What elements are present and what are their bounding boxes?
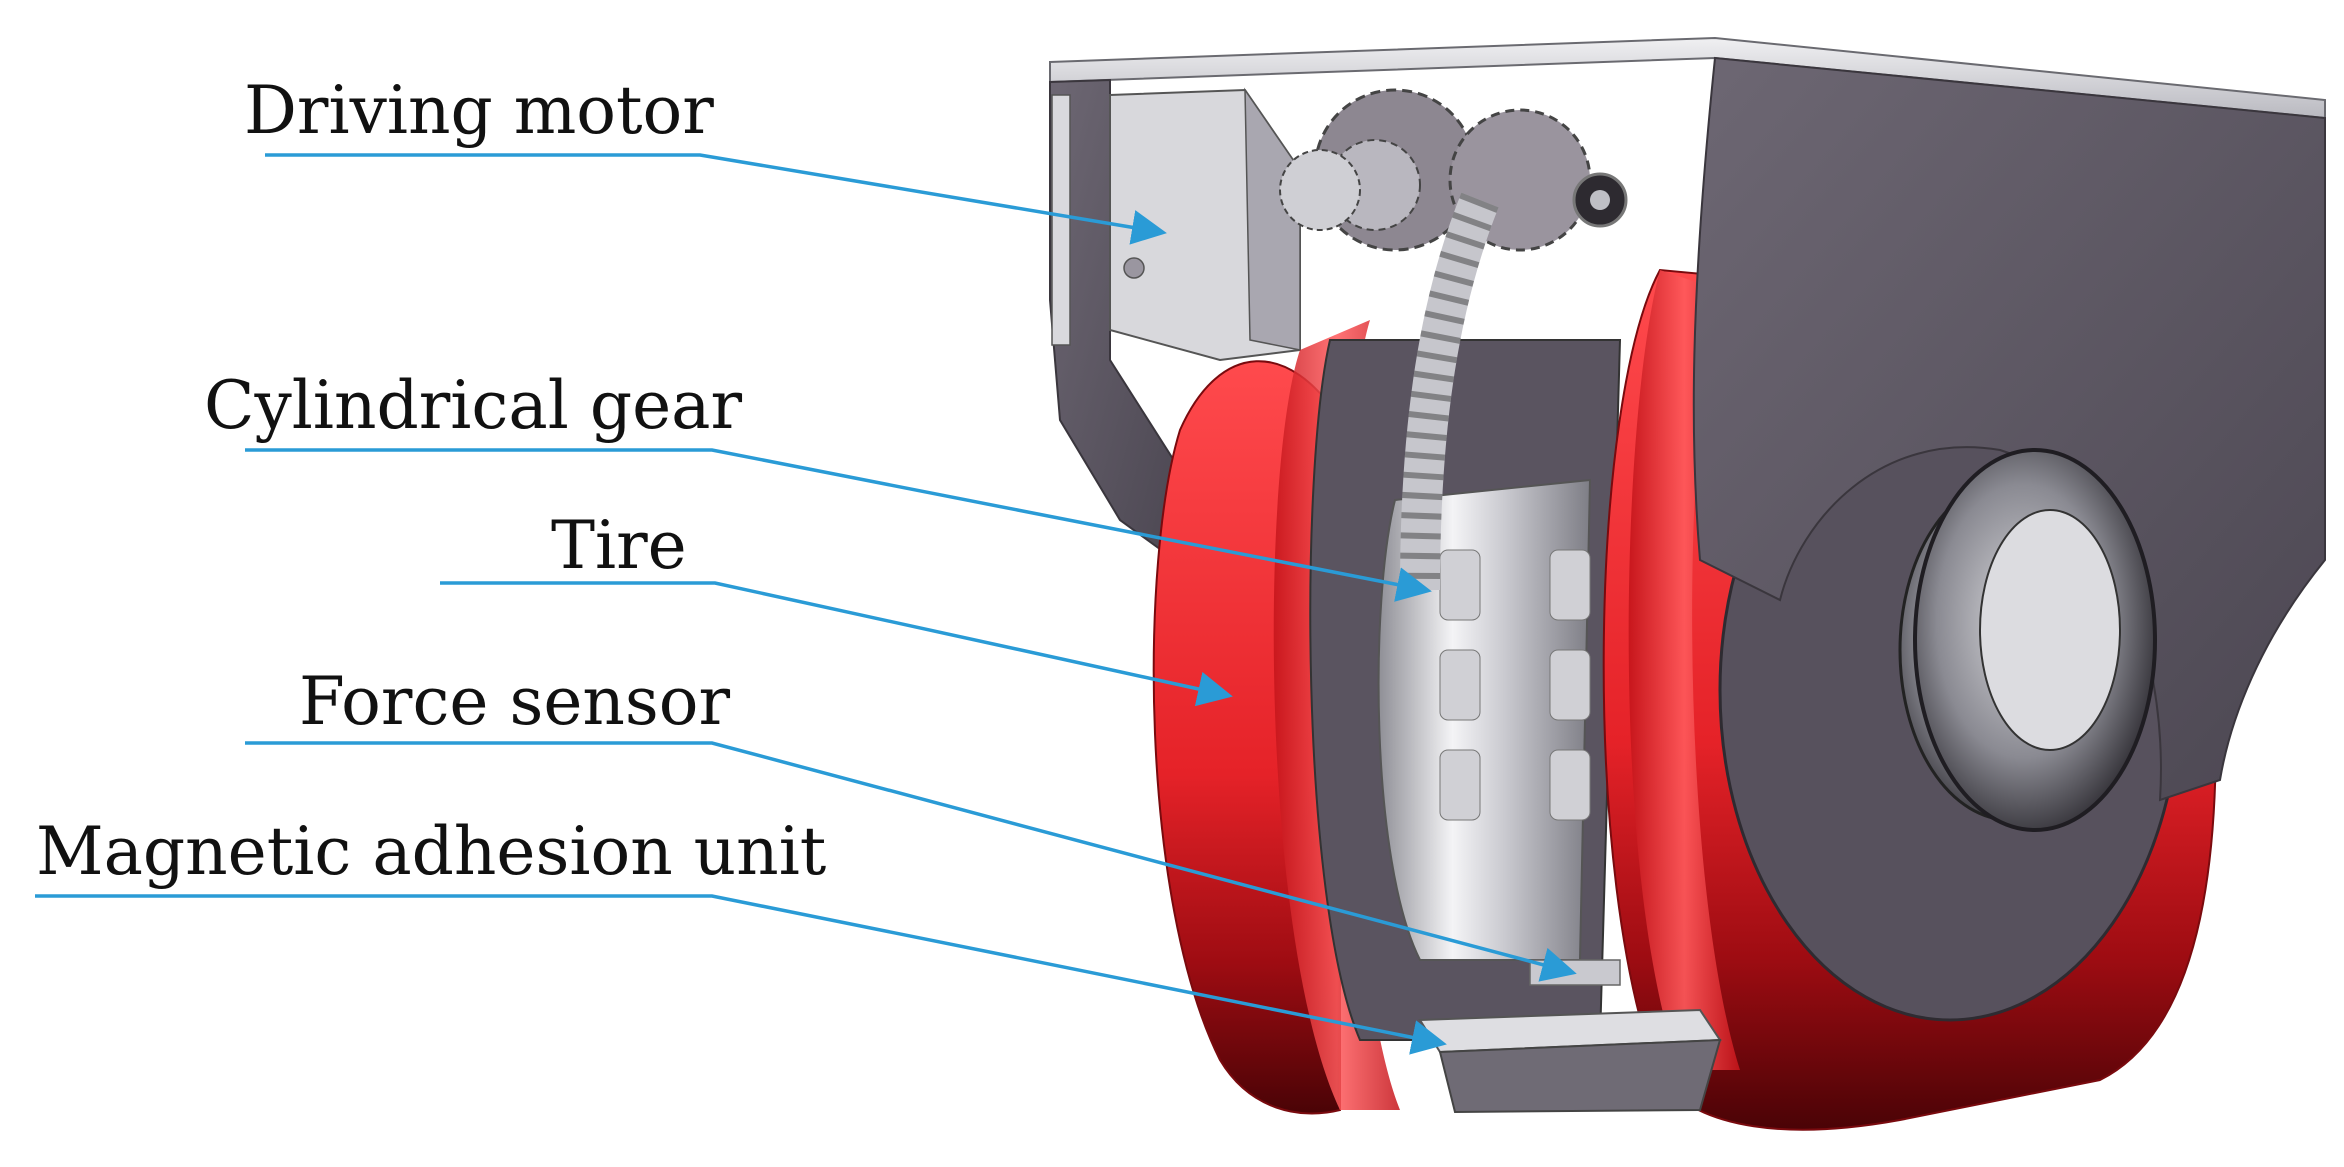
label-magnetic-adhesion-unit: Magnetic adhesion unit	[36, 813, 827, 890]
label-tire: Tire	[551, 507, 687, 584]
label-force-sensor: Force sensor	[299, 663, 731, 740]
inner-drum	[1309, 339, 1622, 1041]
driving-motor-housing	[1109, 87, 1301, 362]
leader-force-sensor	[245, 741, 1577, 982]
leader-tire	[440, 581, 1233, 707]
label-driving-motor: Driving motor	[244, 72, 714, 149]
leader-driving-motor	[265, 153, 1167, 245]
cylindrical-gear-rack	[1400, 192, 1499, 591]
label-cylindrical-gear: Cylindrical gear	[204, 367, 743, 444]
right-frame	[1692, 56, 2326, 832]
leader-lines	[35, 153, 1577, 1055]
leader-cylindrical-gear	[245, 448, 1432, 602]
gear-train	[1279, 88, 1628, 252]
leader-magnetic-adhesion-unit	[35, 894, 1447, 1055]
